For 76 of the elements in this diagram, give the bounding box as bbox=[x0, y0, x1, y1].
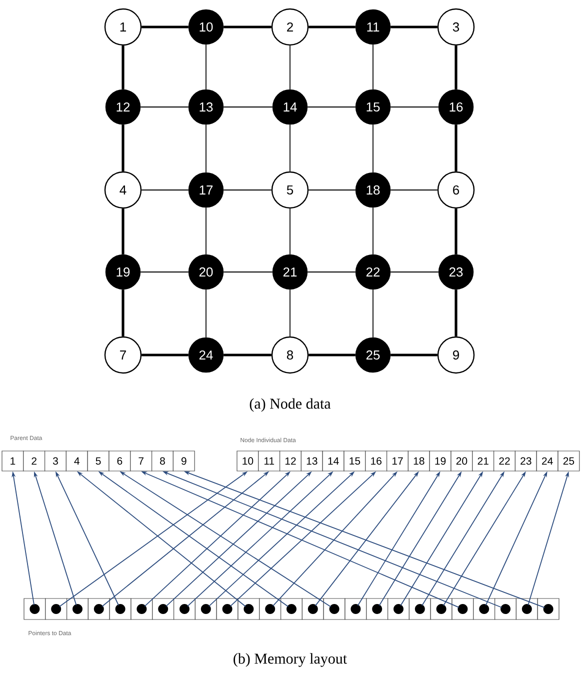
memory-cell: 20 bbox=[450, 450, 473, 472]
memory-cell: 19 bbox=[429, 450, 452, 472]
pointer-cell bbox=[494, 598, 516, 620]
connector-line bbox=[454, 124, 458, 172]
pointer-cell bbox=[130, 598, 153, 620]
connector-line bbox=[372, 44, 374, 90]
connector-line bbox=[224, 354, 272, 356]
connector-line bbox=[308, 354, 356, 356]
pointer-cell bbox=[302, 598, 324, 620]
memory-cell: 9 bbox=[172, 450, 195, 472]
pointer-cell bbox=[194, 598, 217, 620]
memory-cell: 4 bbox=[66, 450, 88, 472]
pointer-cell bbox=[537, 598, 560, 620]
memory-cell: 22 bbox=[494, 450, 516, 472]
connector-line bbox=[142, 26, 188, 28]
pointer-cell bbox=[216, 598, 238, 620]
pointer-cell bbox=[323, 598, 346, 620]
pointer-cell bbox=[280, 598, 302, 620]
pointer-cell bbox=[408, 598, 431, 620]
memory-cell: 25 bbox=[558, 450, 580, 472]
connector-line bbox=[372, 289, 374, 338]
connector-line bbox=[142, 354, 188, 356]
connector-line bbox=[122, 208, 124, 254]
connector-line bbox=[122, 124, 124, 172]
connector-line bbox=[454, 46, 458, 90]
pointer-cell bbox=[174, 598, 196, 620]
memory-cell: 12 bbox=[280, 450, 302, 472]
pointer-cell bbox=[473, 598, 496, 620]
memory-cell: 23 bbox=[514, 450, 537, 472]
connector-line bbox=[372, 207, 374, 255]
caption: (b) Memory layout bbox=[234, 653, 347, 667]
connector-line bbox=[454, 208, 458, 254]
memory-cell: 13 bbox=[300, 450, 323, 472]
memory-cell: 10 bbox=[236, 450, 259, 472]
connector-line bbox=[224, 26, 272, 28]
pointer-cell bbox=[430, 598, 452, 620]
pointer-cell bbox=[109, 598, 132, 620]
pointer-cell bbox=[88, 598, 110, 620]
pointer-cell bbox=[344, 598, 367, 620]
pointer-cell bbox=[366, 598, 388, 620]
memory-cell: 3 bbox=[44, 450, 66, 472]
pointer-cell bbox=[516, 598, 538, 620]
connector-line bbox=[454, 290, 458, 336]
caption: (a) Node data bbox=[250, 398, 331, 412]
memory-cell: 1 bbox=[2, 450, 24, 472]
pointer-cell bbox=[388, 598, 410, 620]
pointer-cell bbox=[238, 598, 260, 620]
connector-line bbox=[390, 354, 438, 356]
memory-cell: 18 bbox=[408, 450, 430, 472]
memory-cell: 14 bbox=[322, 450, 344, 472]
memory-cell: 7 bbox=[130, 450, 152, 472]
connector-line bbox=[122, 290, 124, 336]
memory-cell: 6 bbox=[108, 450, 131, 472]
memory-cell: 24 bbox=[536, 450, 558, 472]
memory-cell: 16 bbox=[365, 450, 388, 472]
memory-cell: 21 bbox=[472, 450, 494, 472]
connector-line bbox=[307, 106, 356, 108]
memory-cell: 2 bbox=[23, 450, 46, 472]
pointer-cell bbox=[24, 598, 46, 620]
memory-cell: 17 bbox=[386, 450, 408, 472]
memory-cell: 15 bbox=[344, 450, 366, 472]
pointer-cell bbox=[452, 598, 474, 620]
connector-line bbox=[372, 124, 374, 173]
memory-cell: 8 bbox=[152, 450, 174, 472]
connector-line bbox=[390, 106, 439, 108]
pointer-cell bbox=[66, 598, 88, 620]
memory-cell: 5 bbox=[87, 450, 110, 472]
memory-cell: 11 bbox=[258, 450, 280, 472]
pointer-cell bbox=[45, 598, 68, 620]
connector-line bbox=[390, 26, 438, 28]
connector-line bbox=[122, 46, 124, 90]
connector-line bbox=[223, 106, 273, 108]
connector-line bbox=[140, 106, 189, 108]
pointer-cell bbox=[259, 598, 282, 620]
pointer-cell bbox=[152, 598, 174, 620]
connector-line bbox=[308, 26, 356, 28]
